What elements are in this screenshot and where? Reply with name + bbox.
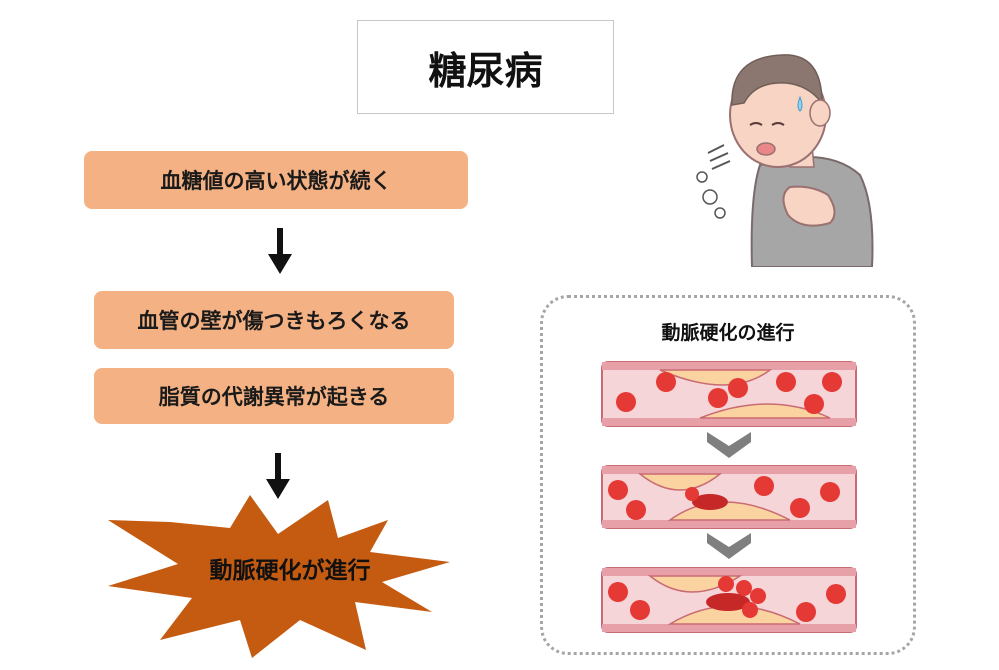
vessel-stage-3 [601, 567, 857, 633]
atherosclerosis-panel [540, 295, 916, 655]
step-label: 血管の壁が傷つきもろくなる [137, 309, 411, 333]
step-label: 血糖値の高い状態が続く [160, 169, 392, 193]
result-burst-shape [108, 495, 450, 658]
panel-title: 動脈硬化の進行 [661, 322, 795, 344]
chevron-down-icon [707, 533, 751, 559]
step-high-blood-sugar: 血糖値の高い状態が続く [84, 151, 468, 209]
down-arrow-icon [266, 453, 290, 499]
page-title-box: 糖尿病 [357, 20, 614, 114]
result-label: 動脈硬化が進行 [209, 558, 371, 584]
vessel-stage-2 [601, 465, 857, 529]
step-label: 脂質の代謝異常が起きる [158, 385, 390, 409]
page-title: 糖尿病 [428, 48, 543, 93]
chevron-down-icon [707, 432, 751, 458]
step-lipid-metabolism: 脂質の代謝異常が起きる [94, 368, 454, 424]
step-vessel-damage: 血管の壁が傷つきもろくなる [94, 291, 454, 349]
vessel-stage-1 [601, 361, 857, 427]
down-arrow-icon [268, 228, 292, 274]
elderly-man-chest-pain-illustration [696, 54, 874, 267]
